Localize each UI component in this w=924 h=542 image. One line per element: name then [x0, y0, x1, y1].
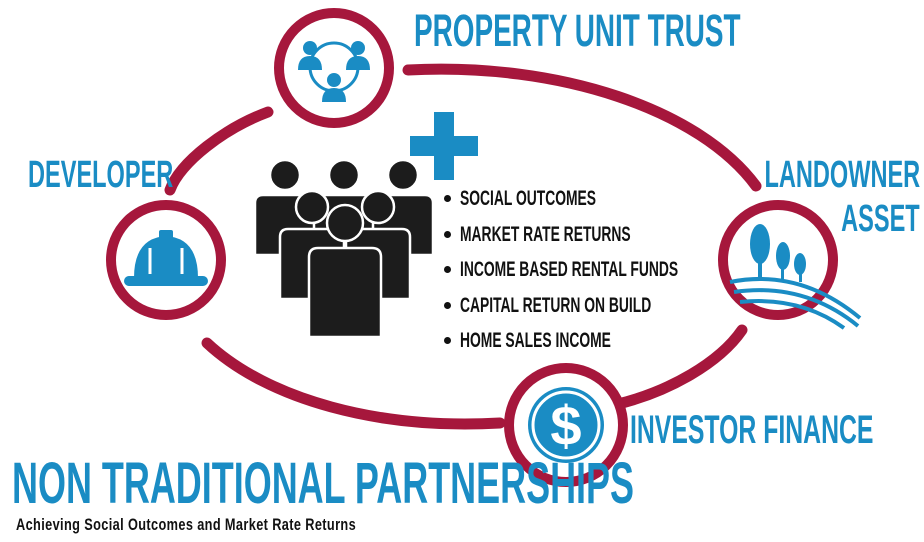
property-unit-trust-label: PROPERTY UNIT TRUST: [414, 5, 741, 56]
plus-icon: [410, 112, 478, 180]
bullet-dot: [444, 301, 451, 309]
page-title: NON TRADITIONAL PARTNERSHIPS: [12, 451, 634, 516]
trees-landscape-icon: [729, 224, 862, 330]
bullet-dot: [444, 266, 451, 273]
developer-node: [106, 200, 226, 320]
bullet-text: MARKET RATE RETURNS: [460, 222, 631, 246]
bullet-text: CAPITAL RETURN ON BUILD: [460, 293, 652, 317]
bullet-text: SOCIAL OUTCOMES: [460, 187, 597, 210]
list-item: CAPITAL RETURN ON BUILD: [444, 295, 791, 331]
landowner-asset-node: [718, 200, 862, 330]
dollar-coin-icon: $: [528, 387, 604, 463]
list-item: SOCIAL OUTCOMES: [444, 188, 791, 224]
bullet-dot: [444, 195, 451, 202]
connector-ring: [164, 63, 762, 430]
property-unit-trust-node: [274, 8, 394, 128]
list-item: INCOME BASED RENTAL FUNDS: [444, 259, 791, 295]
crowd-icon: [253, 158, 435, 339]
bullet-dot: [444, 230, 451, 238]
hard-hat-icon: [124, 230, 208, 286]
list-item: MARKET RATE RETURNS: [444, 224, 791, 260]
asset-label: ASSET: [841, 198, 920, 240]
bullet-text: INCOME BASED RENTAL FUNDS: [460, 258, 679, 281]
svg-text:$: $: [550, 394, 581, 457]
investor-finance-label: INVESTOR FINANCE: [630, 408, 874, 452]
investor-finance-node: $: [504, 363, 628, 487]
benefits-list: SOCIAL OUTCOMES MARKET RATE RETURNS INCO…: [444, 188, 791, 366]
landowner-label: LANDOWNER: [764, 154, 920, 196]
bullet-dot: [444, 337, 451, 344]
list-item: HOME SALES INCOME: [444, 330, 791, 366]
page-subtitle: Achieving Social Outcomes and Market Rat…: [16, 515, 357, 534]
developer-label: DEVELOPER: [28, 154, 174, 196]
bullet-text: HOME SALES INCOME: [460, 329, 611, 352]
group-network-icon: [298, 41, 370, 102]
